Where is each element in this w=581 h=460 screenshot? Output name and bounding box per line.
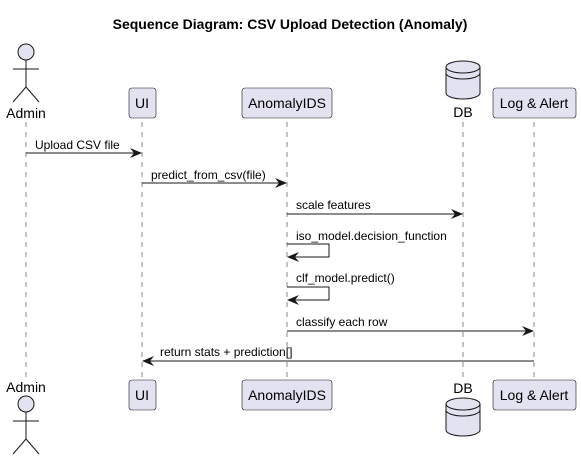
- arrowhead-icon: [451, 209, 463, 219]
- participant-label-admin-top: Admin: [6, 105, 46, 121]
- arrowhead-icon: [287, 252, 299, 262]
- participant-box-logalert-top: [492, 87, 577, 119]
- database-icon-bottom: [445, 397, 481, 437]
- message-label: Upload CSV file: [35, 138, 120, 152]
- database-icon-top: [445, 60, 481, 100]
- participant-box-ui-bottom: [128, 379, 157, 411]
- arrowhead-icon: [130, 148, 142, 158]
- message-label: predict_from_csv(file): [151, 168, 266, 182]
- message-label: scale features: [296, 198, 371, 212]
- participant-label-db-top: DB: [453, 104, 472, 120]
- arrowhead-icon: [142, 356, 154, 366]
- participant-box-anomalyids-top: [241, 87, 333, 119]
- participant-box-logalert-bottom: [492, 379, 577, 411]
- participant-label-ui-top: UI: [135, 95, 149, 111]
- participant-label-anomalyids-top: AnomalyIDS: [248, 95, 326, 111]
- participant-label-anomalyids-bottom: AnomalyIDS: [248, 387, 326, 403]
- actor-head-icon: [17, 395, 35, 413]
- message-label: return stats + prediction[]: [160, 345, 292, 359]
- diagram-title: Sequence Diagram: CSV Upload Detection (…: [113, 16, 468, 32]
- admin-actor-top: [12, 43, 40, 103]
- participant-label-logalert-top: Log & Alert: [500, 95, 569, 111]
- message-label: clf_model.predict(): [296, 271, 395, 285]
- actor-head-icon: [17, 43, 35, 61]
- arrowhead-icon: [522, 326, 534, 336]
- message-label: classify each row: [296, 315, 388, 329]
- participant-box-anomalyids-bottom: [241, 379, 333, 411]
- participant-box-ui-top: [128, 87, 157, 119]
- self-message-arrow: [287, 243, 330, 258]
- participant-label-ui-bottom: UI: [135, 387, 149, 403]
- participant-label-logalert-bottom: Log & Alert: [500, 387, 569, 403]
- message-label: iso_model.decision_function: [296, 229, 447, 243]
- self-message-arrow: [287, 286, 330, 301]
- arrowhead-icon: [287, 295, 299, 305]
- participant-label-db-bottom: DB: [453, 380, 472, 396]
- participant-label-admin-bottom: Admin: [6, 379, 46, 395]
- admin-actor-bottom: [12, 395, 40, 455]
- arrowhead-icon: [275, 178, 287, 188]
